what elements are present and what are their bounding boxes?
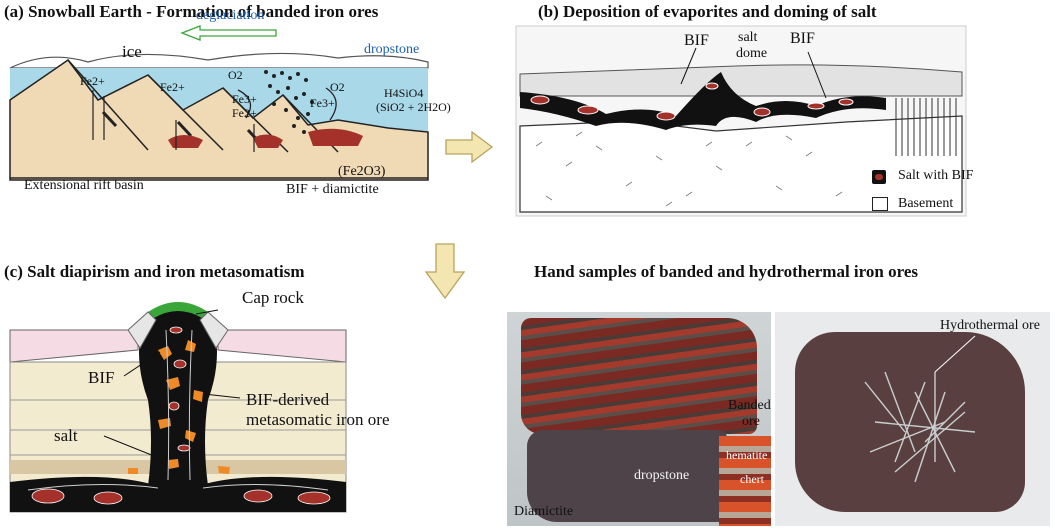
label-fe2o3: (Fe2O3) xyxy=(338,164,386,179)
metasomatic-ore xyxy=(128,340,230,474)
salt-layer xyxy=(520,72,886,130)
dropstone-rock xyxy=(527,430,727,522)
label-fe2-2: Fe2+ xyxy=(160,80,185,94)
label-fe3-2: Fe3+ xyxy=(310,96,335,110)
label-fe2-3: Fe2+ xyxy=(232,106,257,120)
label-h4sio4: H4SiO4 xyxy=(384,86,424,100)
basement-texture xyxy=(535,131,843,207)
hand-samples-title: Hand samples of banded and hydrothermal … xyxy=(534,262,918,281)
panel-c-title: (c) Salt diapirism and iron metasomatism xyxy=(4,262,305,281)
crystal-needles xyxy=(864,371,976,483)
legend-label-basement: Basement xyxy=(898,196,954,211)
flow-lines xyxy=(27,329,329,491)
bif-lenses-c xyxy=(31,326,331,505)
cap-flank-left xyxy=(127,311,157,349)
label-b-bif-left: BIF xyxy=(684,32,709,49)
pointers-c xyxy=(103,309,241,457)
label-hematite: hematite xyxy=(726,448,768,462)
label-fe3-1: Fe3+ xyxy=(232,92,257,106)
iron-deposits xyxy=(168,128,363,148)
cap-rock xyxy=(148,302,208,318)
label-fe2-1: Fe2+ xyxy=(80,74,105,88)
bif-pointers xyxy=(680,47,827,99)
legend-swatch-basement xyxy=(872,197,888,211)
cap-flank-right xyxy=(199,311,229,349)
arrow-down xyxy=(424,243,466,300)
photo-hydrothermal-ore xyxy=(775,312,1050,526)
legend-label-salt: Salt with BIF xyxy=(898,168,974,183)
legend-swatch-salt xyxy=(872,170,886,184)
surface-right xyxy=(217,329,347,363)
panel-b-title: (b) Deposition of evaporites and doming … xyxy=(538,2,877,21)
swirl-arrows xyxy=(237,87,337,121)
label-salt: salt xyxy=(54,426,78,445)
label-banded-2: ore xyxy=(742,414,760,429)
label-sio2: (SiO2 + 2H2O) xyxy=(376,100,451,114)
inset-hematite-chert xyxy=(719,436,771,526)
hydrothermal-pointer xyxy=(934,335,976,373)
fe-up-arrows xyxy=(92,90,255,152)
label-diamictite: Diamictite xyxy=(514,504,574,519)
bif-lenses xyxy=(530,82,854,121)
label-deglaciation: deglaciation xyxy=(196,8,265,23)
hatched-zone xyxy=(895,98,957,156)
arrow-a-to-b xyxy=(445,130,494,164)
deglaciation-arrow xyxy=(180,25,277,41)
label-dropstone: dropstone xyxy=(364,42,420,57)
label-hydrothermal: Hydrothermal ore xyxy=(940,318,1040,333)
dropstones xyxy=(264,70,314,134)
label-c-bif: BIF xyxy=(88,368,115,387)
label-basin: Extensional rift basin xyxy=(24,178,144,193)
panel-b-water xyxy=(519,64,963,97)
photo-banded-ore xyxy=(507,312,771,526)
panel-a-diagram xyxy=(9,52,429,181)
label-bif-derived-2: metasomatic iron ore xyxy=(246,410,390,429)
banded-ore-rock xyxy=(521,318,757,434)
label-salt-dome-1: salt xyxy=(738,30,758,45)
label-bif-derived-1: BIF-derived xyxy=(246,390,330,409)
label-salt-dome-2: dome xyxy=(736,46,768,61)
label-chert: chert xyxy=(740,472,764,486)
label-bif-diamictite: BIF + diamictite xyxy=(286,182,379,197)
surface-left xyxy=(9,329,139,363)
panel-b-diagram xyxy=(515,25,967,217)
label-ice: ice xyxy=(122,42,142,61)
label-o2-1: O2 xyxy=(228,68,243,82)
label-dropstone-photo: dropstone xyxy=(634,468,690,483)
label-b-bif-right: BIF xyxy=(790,30,815,47)
ice-sheet xyxy=(9,52,429,69)
label-banded-1: Banded xyxy=(728,398,771,413)
label-cap-rock: Cap rock xyxy=(242,288,304,307)
panel-a-title: (a) Snowball Earth - Formation of banded… xyxy=(4,2,379,21)
label-o2-2: O2 xyxy=(330,80,345,94)
panel-c-diagram xyxy=(9,302,347,513)
